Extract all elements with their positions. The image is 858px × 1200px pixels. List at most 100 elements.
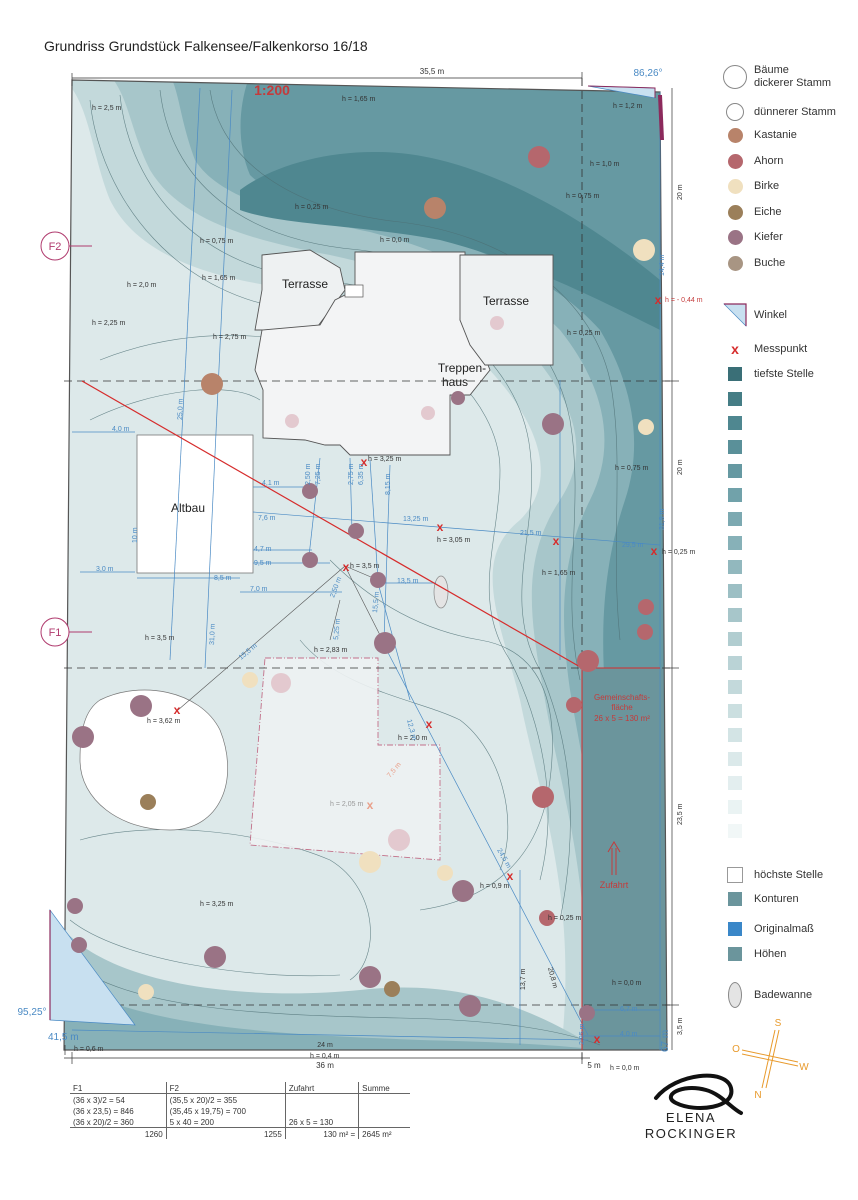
svg-text:6,7 m: 6,7 m bbox=[620, 1006, 638, 1013]
tree-kastanie bbox=[201, 373, 223, 395]
legend-badewanne: Badewanne bbox=[722, 982, 812, 1008]
svg-text:8,5 m: 8,5 m bbox=[214, 575, 232, 582]
svg-text:x: x bbox=[437, 520, 444, 534]
tree-buche bbox=[421, 406, 435, 420]
plan-title: Grundriss Grundstück Falkensee/Falkenkor… bbox=[44, 38, 368, 54]
tree-sight-lines bbox=[177, 565, 385, 711]
dim-right-35: 3,5 m bbox=[677, 1017, 684, 1035]
tree-ahorn bbox=[566, 697, 582, 713]
tree-eiche bbox=[384, 981, 400, 997]
svg-text:x: x bbox=[594, 1032, 601, 1046]
scale-label: 1:200 bbox=[254, 82, 290, 98]
svg-text:31,0 m: 31,0 m bbox=[209, 623, 217, 645]
calc-cell: (36 x 23,5) = 846 bbox=[73, 1107, 134, 1116]
tree-eiche bbox=[140, 794, 156, 810]
calc-cell bbox=[358, 1093, 410, 1105]
svg-text:x: x bbox=[507, 869, 514, 883]
tree-kiefer bbox=[302, 552, 318, 568]
svg-text:h = 0,75 m: h = 0,75 m bbox=[200, 238, 233, 245]
ramp-swatch bbox=[728, 728, 742, 742]
calc-total-f1: 1260 bbox=[70, 1127, 167, 1139]
dim-bottom-36: 36 m bbox=[316, 1061, 334, 1070]
legend-konturen: Konturen bbox=[722, 892, 799, 906]
svg-text:h = 2,05 m: h = 2,05 m bbox=[330, 801, 363, 808]
legend-hoehen: Höhen bbox=[722, 947, 786, 961]
measurement-point-icon: x bbox=[731, 341, 739, 357]
svg-text:7,25 m: 7,25 m bbox=[315, 463, 322, 485]
svg-text:h = 0,9 m: h = 0,9 m bbox=[480, 883, 510, 890]
tree-buche bbox=[285, 414, 299, 428]
svg-text:21,5 m: 21,5 m bbox=[520, 530, 542, 537]
svg-text:F1: F1 bbox=[49, 627, 62, 639]
tree-kiefer bbox=[302, 483, 318, 499]
svg-text:h = 0,4 m: h = 0,4 m bbox=[310, 1053, 340, 1060]
svg-text:h = 3,25 m: h = 3,25 m bbox=[368, 456, 401, 463]
svg-text:7,0 m: 7,0 m bbox=[250, 586, 268, 593]
svg-text:h = 2,5 m: h = 2,5 m bbox=[92, 105, 122, 112]
dim-right-20b: 20 m bbox=[677, 459, 684, 475]
designer-first-name: ELENA bbox=[665, 1110, 717, 1125]
ramp-swatch bbox=[728, 416, 742, 430]
svg-text:S: S bbox=[775, 1018, 782, 1029]
tree-buche bbox=[388, 829, 410, 851]
ramp-swatch bbox=[728, 824, 742, 838]
svg-text:h = 0,25 m: h = 0,25 m bbox=[662, 549, 695, 556]
ramp-swatch bbox=[728, 440, 742, 454]
legend-winkel: Winkel bbox=[722, 302, 787, 328]
ramp-swatch bbox=[728, 392, 742, 406]
svg-text:4,0 m: 4,0 m bbox=[620, 1031, 638, 1038]
svg-text:h = 0,0 m: h = 0,0 m bbox=[380, 237, 410, 244]
svg-text:x: x bbox=[651, 544, 658, 558]
svg-text:h = 3,25 m: h = 3,25 m bbox=[200, 901, 233, 908]
svg-text:h = 3,05 m: h = 3,05 m bbox=[437, 537, 470, 544]
area-calculation-table: F1 F2 Zufahrt Summe (36 x 3)/2 = 54 (35,… bbox=[70, 1082, 410, 1139]
svg-text:h = - 0,44 m: h = - 0,44 m bbox=[665, 297, 703, 304]
svg-text:h = 3,62 m: h = 3,62 m bbox=[147, 718, 180, 725]
ramp-swatch bbox=[728, 776, 742, 790]
svg-text:h = 2,83 m: h = 2,83 m bbox=[314, 647, 347, 654]
calc-cell: (36 x 3)/2 = 54 bbox=[73, 1096, 125, 1105]
calc-header-f2: F2 bbox=[165, 1082, 286, 1094]
dim-bottom-24: 24 m bbox=[317, 1042, 333, 1049]
svg-text:h = 1,0 m: h = 1,0 m bbox=[590, 161, 620, 168]
section-marker-f1: F1 bbox=[40, 617, 92, 647]
deepest-swatch bbox=[728, 367, 742, 381]
birke-icon bbox=[727, 179, 743, 194]
legend-tiefste: tiefste Stelle bbox=[722, 367, 814, 381]
dim-right-20a: 20 m bbox=[677, 184, 684, 200]
designer-logo: ELENA ROCKINGER bbox=[636, 1068, 746, 1158]
tree-kiefer bbox=[452, 880, 474, 902]
tree-kiefer bbox=[542, 413, 564, 435]
trees bbox=[67, 146, 655, 1021]
ramp-swatch bbox=[728, 512, 742, 526]
outer-dimension-lines bbox=[64, 72, 679, 1064]
tree-birke bbox=[138, 984, 154, 1000]
ramp-swatch bbox=[728, 560, 742, 574]
svg-text:5,25 m: 5,25 m bbox=[333, 618, 342, 640]
tree-kiefer bbox=[459, 995, 481, 1017]
legend-thin-tree: dünnerer Stamm bbox=[722, 103, 836, 121]
tree-birke bbox=[633, 239, 655, 261]
svg-text:Gemeinschafts-: Gemeinschafts- bbox=[594, 693, 650, 702]
measurement-points: x x x x x x x x x x bbox=[174, 293, 662, 1046]
height-labels: h = 2,5 m h = 1,65 m h = 1,2 m h = 1,0 m… bbox=[74, 96, 703, 1072]
svg-text:h = 0,75 m: h = 0,75 m bbox=[615, 465, 648, 472]
highest-swatch bbox=[727, 867, 743, 883]
tree-ahorn bbox=[539, 910, 555, 926]
dim-bottom-5: 5 m bbox=[587, 1061, 601, 1070]
svg-text:W: W bbox=[799, 1062, 809, 1073]
calc-total-zufahrt: 130 m² = bbox=[284, 1127, 359, 1139]
tree-kiefer bbox=[359, 966, 381, 988]
svg-text:h = 1,65 m: h = 1,65 m bbox=[202, 275, 235, 282]
svg-text:h = 1,65 m: h = 1,65 m bbox=[342, 96, 375, 103]
svg-text:2,75 m: 2,75 m bbox=[348, 463, 355, 485]
svg-text:x: x bbox=[174, 703, 181, 717]
angle-top-right: 86,26° bbox=[633, 68, 662, 79]
tree-ahorn bbox=[532, 786, 554, 808]
terrasse-right-label: Terrasse bbox=[483, 294, 529, 308]
buche-icon bbox=[727, 256, 743, 271]
calc-header-summe: Summe bbox=[358, 1082, 410, 1094]
calc-cell: (35,45 x 19,75) = 700 bbox=[165, 1105, 286, 1116]
calc-cell bbox=[358, 1105, 410, 1116]
